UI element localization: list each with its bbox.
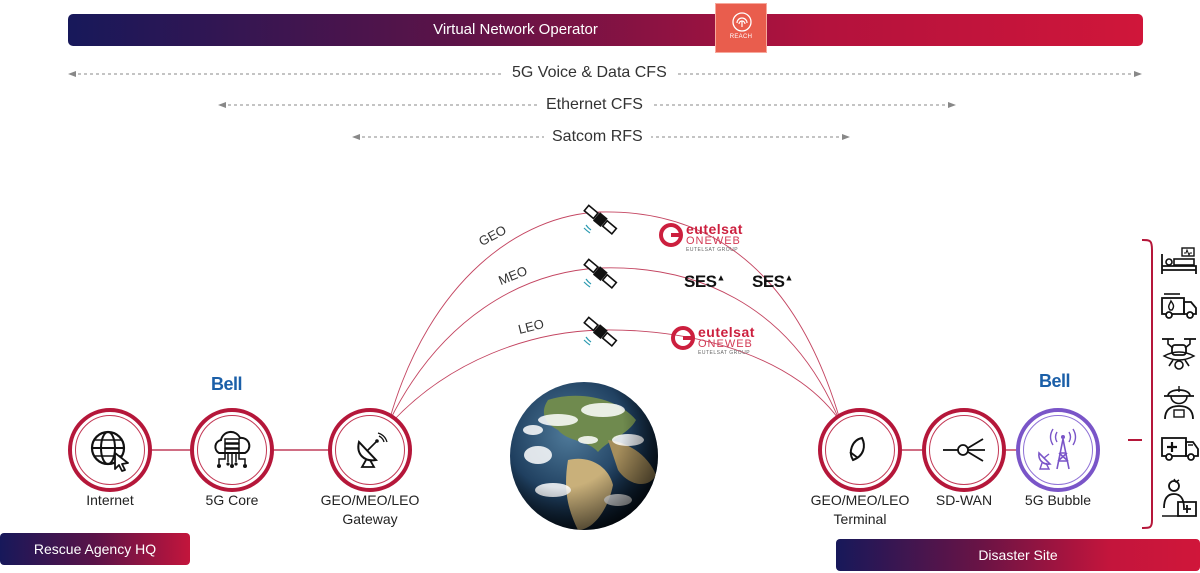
rfs-satcom-label: Satcom RFS (544, 128, 651, 146)
geo-arc (389, 211, 841, 421)
vno-title: Virtual Network Operator (433, 21, 598, 38)
first-aid-icon (1162, 478, 1197, 517)
satellite-dish-icon (357, 432, 388, 468)
internet-label: Internet (86, 492, 134, 508)
terminal-dish-icon (849, 436, 865, 462)
cfs-ethernet-label: Ethernet CFS (538, 96, 651, 114)
bell-logo-bubble: Bell (1039, 371, 1071, 391)
ambulance-icon (1161, 437, 1199, 461)
reach-logo: REACH (715, 3, 767, 53)
satellite-leo-icon (583, 316, 618, 347)
satellite-geo-icon (583, 204, 618, 235)
reach-label: REACH (729, 34, 753, 40)
sdwan-node (922, 408, 1006, 492)
drone-icon (1162, 338, 1196, 370)
firefighter-icon (1164, 386, 1194, 420)
gateway-node (328, 408, 412, 492)
rescue-agency-hq-badge: Rescue Agency HQ (0, 533, 190, 565)
eutelsat-oneweb-logo-leo: eutelsat ONEWEB EUTELSAT GROUP (670, 325, 755, 357)
internet-node (68, 408, 152, 492)
core-label: 5G Core (205, 492, 259, 508)
disaster-site-badge: Disaster Site (836, 539, 1200, 571)
ses-logo-1: SES▲ (684, 272, 725, 291)
terminal-node (818, 408, 902, 492)
eutelsat-e-icon (671, 326, 695, 350)
responders-bracket (1128, 239, 1153, 529)
reach-fingerprint-icon (732, 12, 752, 32)
bubble-node (1016, 408, 1100, 492)
cloud-server-icon (214, 430, 251, 468)
globe-cursor-icon (90, 430, 129, 472)
eutelsat-e-icon (659, 223, 683, 247)
hospital-bed-icon (1161, 247, 1197, 274)
bell-logo-core: Bell (211, 374, 243, 394)
satellite-meo-icon (583, 258, 618, 289)
core-node (190, 408, 274, 492)
earth-globe (510, 382, 658, 530)
bubble-label: 5G Bubble (1024, 492, 1092, 508)
sdwan-router-icon (943, 438, 985, 462)
cfs-5g-label: 5G Voice & Data CFS (504, 64, 675, 82)
vno-bar (68, 14, 1143, 46)
fire-truck-icon (1161, 293, 1197, 319)
sdwan-label: SD-WAN (935, 492, 993, 508)
cell-tower-icon (1038, 428, 1077, 470)
eutelsat-oneweb-logo-geo: eutelsat ONEWEB EUTELSAT GROUP (658, 222, 743, 254)
ses-logo-2: SES▲ (752, 272, 793, 291)
